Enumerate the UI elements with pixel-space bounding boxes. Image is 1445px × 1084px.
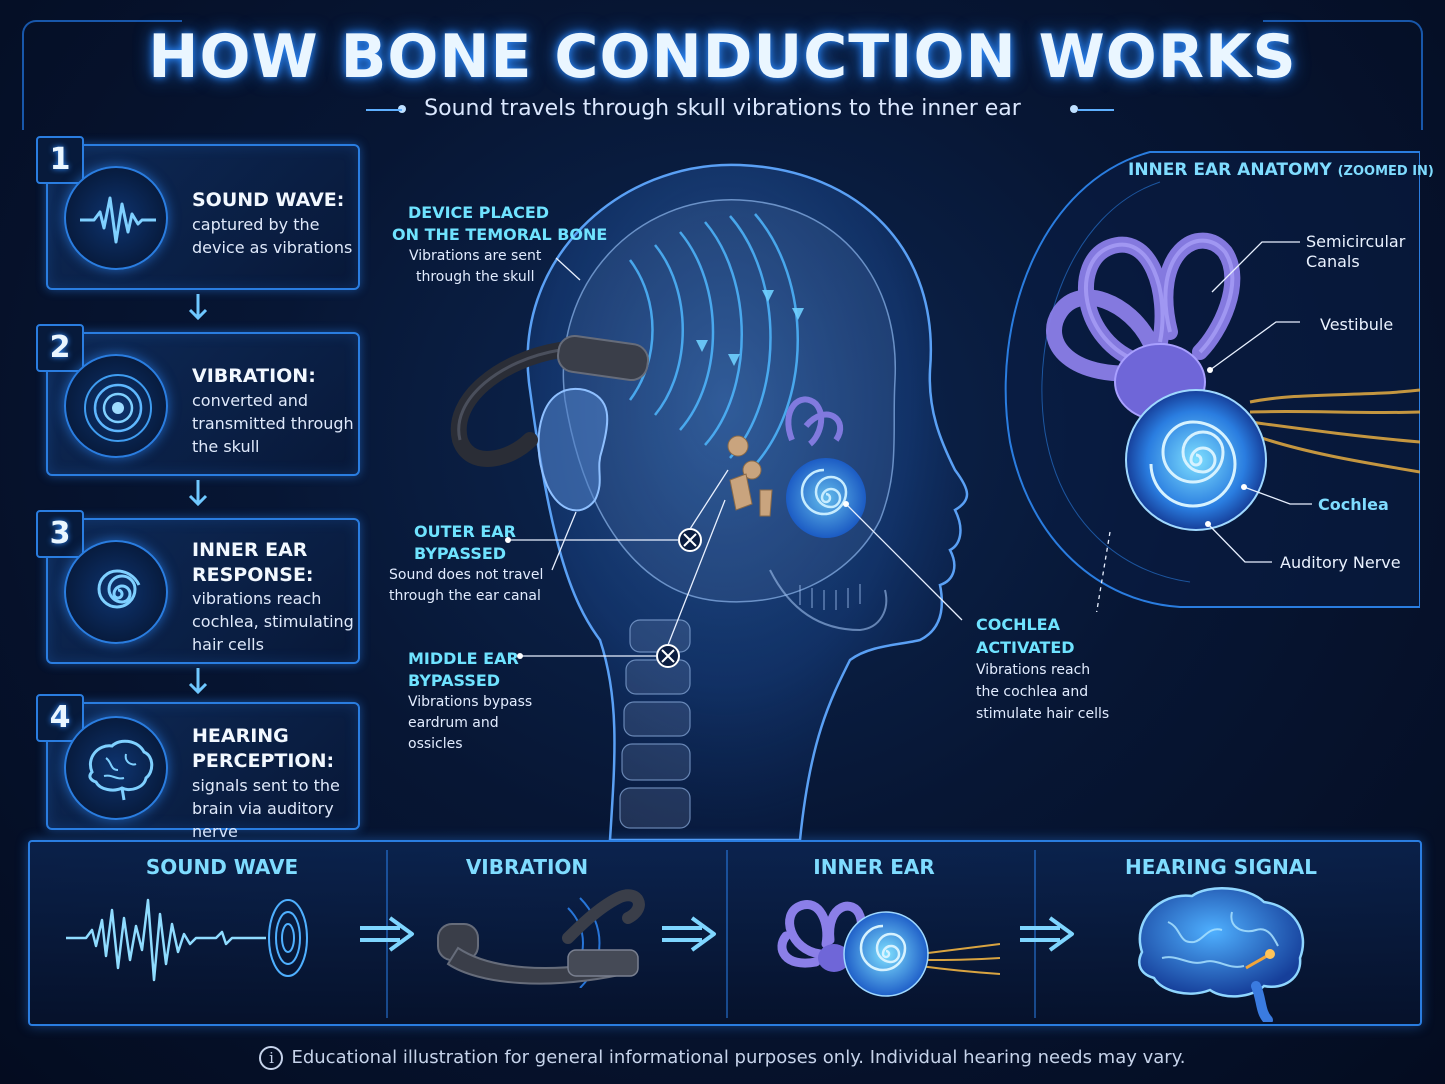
strip-divider: [726, 850, 728, 1018]
inner-ear-panel-title: INNER EAR ANATOMY (ZOOMED IN): [1128, 160, 1434, 180]
outer-ear-callout-desc: Sound does not travel: [389, 567, 544, 583]
subtitle-dot-right: [1070, 105, 1078, 113]
strip-label-vibration: VIBRATION: [465, 855, 589, 879]
outer-ear-callout-title-2: BYPASSED: [414, 544, 507, 563]
step-card-4: 4 HEARING PERCEPTION: signals sent to th…: [36, 694, 360, 841]
head-illustration: [450, 163, 969, 840]
step-number: 3: [36, 510, 84, 558]
subtitle-dot-left: [398, 105, 406, 113]
spiral-icon: [64, 540, 168, 644]
strip-sound-wave-icon: [66, 898, 308, 982]
down-arrow-icon: [188, 480, 208, 507]
double-arrow-right-icon: [360, 916, 414, 952]
middle-ear-callout-desc-2: eardrum and: [408, 715, 499, 731]
middle-ear-callout-desc-3: ossicles: [408, 736, 463, 752]
step-description: signals sent to the brain via auditory n…: [192, 776, 340, 841]
double-arrow-right-icon: [1020, 916, 1074, 952]
middle-ear-callout-title-2: BYPASSED: [408, 671, 501, 690]
down-arrow-icon: [188, 294, 208, 321]
step-description: converted and transmitted through the sk…: [192, 391, 354, 456]
step-card-2: 2 VIBRATION: converted and transmitted t…: [36, 324, 360, 476]
cochlea-label: Cochlea: [1318, 495, 1389, 514]
step-card-1: 1 SOUND WAVE: captured by the device as …: [36, 136, 360, 290]
middle-ear-callout-desc: Vibrations bypass: [408, 694, 533, 710]
step-title: INNER EAR RESPONSE:: [192, 539, 314, 586]
middle-ear-callout-title: MIDDLE EAR: [408, 649, 519, 668]
brain-icon: [64, 716, 168, 820]
device-callout-title-2: ON THE TEMORAL BONE: [392, 225, 608, 244]
outer-ear-callout-title: OUTER EAR: [414, 522, 516, 541]
cochlea-callout-desc-2: the cochlea and: [976, 684, 1089, 700]
inner-ear-panel-title-text: INNER EAR ANATOMY: [1128, 160, 1332, 180]
subtitle-line-right: [1078, 109, 1114, 111]
step-number: 2: [36, 324, 84, 372]
strip-divider: [386, 850, 388, 1018]
vestibule-label: Vestibule: [1320, 315, 1394, 334]
strip-inner-ear-icon: [777, 900, 1000, 997]
cochlea-callout-desc-3: stimulate hair cells: [976, 706, 1110, 722]
frame-corner-top-right: [1263, 20, 1423, 130]
frame-corner-top-left: [22, 20, 182, 130]
step-description: captured by the device as vibrations: [192, 215, 353, 257]
cochlea-callout-title-2: ACTIVATED: [976, 638, 1075, 657]
step-description: vibrations reach cochlea, stimulating ha…: [192, 589, 354, 654]
step-title: HEARING PERCEPTION:: [192, 725, 335, 772]
inner-ear-panel: [1004, 151, 1420, 612]
strip-headset-icon: [437, 889, 645, 988]
info-icon: i: [259, 1046, 284, 1070]
strip-brain-icon: [1138, 887, 1305, 1022]
down-arrow-icon: [188, 668, 208, 695]
double-arrow-right-icon: [662, 916, 716, 952]
step-card-3: 3 INNER EAR RESPONSE: vibrations reach c…: [36, 510, 360, 664]
cochlea-callout-desc: Vibrations reach: [976, 662, 1091, 678]
strip-label-inner-ear: INNER EAR: [813, 855, 935, 879]
device-callout-title: DEVICE PLACED: [408, 203, 550, 222]
step-number: 1: [36, 136, 84, 184]
subtitle-line-left: [366, 109, 402, 111]
step-title: VIBRATION:: [192, 365, 316, 387]
device-callout-desc: Vibrations are sent: [409, 248, 542, 264]
inner-ear-panel-title-note: (ZOOMED IN): [1337, 164, 1434, 179]
page-title: HOW BONE CONDUCTION WORKS: [148, 22, 1297, 92]
strip-label-hearing-signal: HEARING SIGNAL: [1124, 855, 1318, 879]
concentric-rings-icon: [64, 354, 168, 458]
cochlea-callout-title: COCHLEA: [976, 615, 1060, 634]
semicircular-canals-label-2: Canals: [1306, 252, 1360, 271]
outer-ear-callout-desc-2: through the ear canal: [389, 588, 541, 604]
strip-label-sound-wave: SOUND WAVE: [145, 855, 299, 879]
semicircular-canals-label: Semicircular: [1306, 232, 1406, 251]
sound-wave-icon: [64, 166, 168, 270]
strip-divider: [1034, 850, 1036, 1018]
auditory-nerve-label: Auditory Nerve: [1280, 553, 1401, 572]
footer-disclaimer: i Educational illustration for general in…: [0, 1046, 1445, 1070]
page-subtitle: Sound travels through skull vibrations t…: [424, 96, 1021, 121]
footer-text: Educational illustration for general inf…: [291, 1047, 1186, 1068]
device-callout-desc-2: through the skull: [416, 269, 535, 285]
step-title: SOUND WAVE:: [192, 189, 345, 211]
